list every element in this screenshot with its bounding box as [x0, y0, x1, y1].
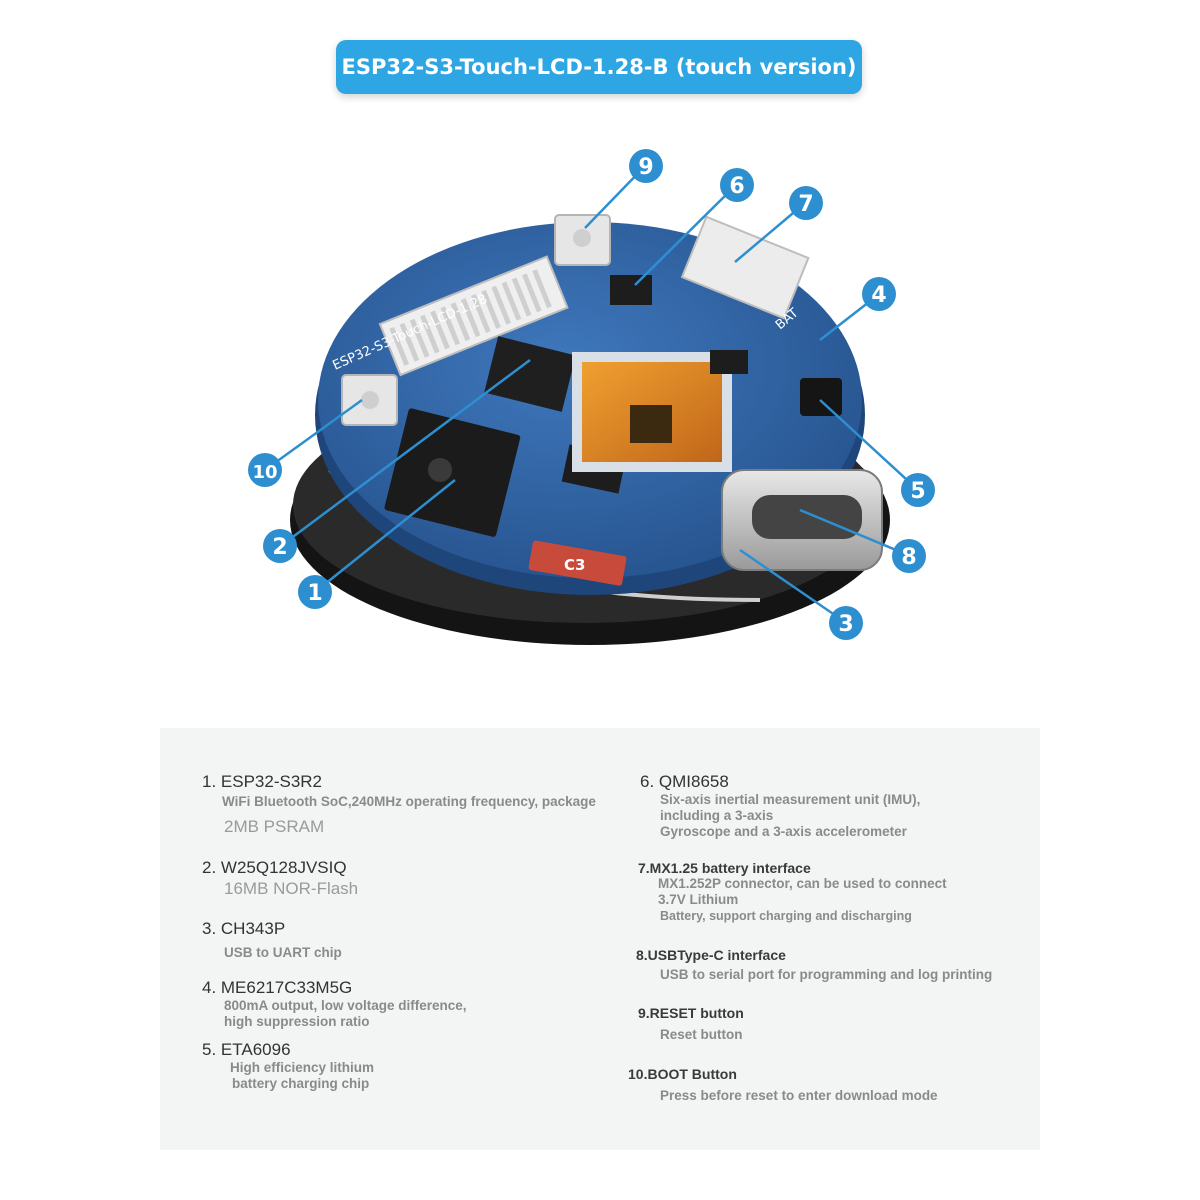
- spec-item-3: 3. CH343P USB to UART chip: [202, 919, 342, 961]
- spec-head: 2. W25Q128JVSIQ: [202, 858, 347, 877]
- spec-desc: MX1.252P connector, can be used to conne…: [658, 876, 947, 891]
- regulator-chip: [710, 350, 748, 374]
- leader-6: [634, 184, 737, 286]
- spec-head: 4. ME6217C33M5G: [202, 978, 353, 997]
- spec-desc: Press before reset to enter download mod…: [660, 1088, 938, 1103]
- spec-head: 8.USBType-C interface: [636, 947, 786, 963]
- spec-desc: including a 3-axis: [660, 808, 774, 823]
- c3-part: C3: [528, 540, 627, 586]
- leader-5: [819, 399, 919, 491]
- svg-text:9: 9: [638, 155, 653, 180]
- reset-button-part: [554, 214, 611, 266]
- leader-10: [264, 398, 363, 472]
- svg-text:3: 3: [838, 612, 853, 637]
- spec-desc: Reset button: [660, 1027, 743, 1042]
- callout-1: 1: [298, 575, 332, 609]
- charger-chip: [800, 378, 842, 416]
- spec-desc: USB to UART chip: [224, 945, 342, 960]
- leader-3: [739, 548, 846, 624]
- leader-1: [314, 479, 456, 593]
- flash-chip: [484, 336, 576, 412]
- title-banner: ESP32-S3-Touch-LCD-1.28-B (touch version…: [336, 40, 862, 94]
- callout-9: 9: [629, 149, 663, 183]
- spec-desc: high suppression ratio: [224, 1014, 370, 1029]
- leader-8: [799, 508, 909, 557]
- spec-desc: Battery, support charging and dischargin…: [660, 909, 912, 923]
- callout-5: 5: [901, 473, 935, 507]
- svg-text:8: 8: [901, 545, 916, 570]
- callout-8: 8: [892, 539, 926, 573]
- callout-6: 6: [720, 168, 754, 202]
- spec-item-1: 1. ESP32-S3R2 WiFi Bluetooth SoC,240MHz …: [202, 772, 596, 838]
- svg-text:4: 4: [871, 283, 886, 308]
- svg-text:1: 1: [307, 581, 322, 606]
- svg-text:6: 6: [729, 174, 744, 199]
- svg-text:7: 7: [798, 192, 813, 217]
- callout-badges: 1 2 3 4 5 6 7 8 9 10: [248, 149, 935, 640]
- spec-panel: 1. ESP32-S3R2 WiFi Bluetooth SoC,240MHz …: [160, 728, 1040, 1150]
- spec-head: 6. QMI8658: [640, 772, 729, 791]
- callout-2: 2: [263, 529, 297, 563]
- svg-text:5: 5: [910, 479, 925, 504]
- spec-head: 10.BOOT Button: [628, 1066, 737, 1082]
- spec-desc: 800mA output, low voltage difference,: [224, 998, 467, 1013]
- spec-item-10: 10.BOOT Button Press before reset to ent…: [628, 1066, 938, 1104]
- spec-item-8: 8.USBType-C interface USB to serial port…: [636, 947, 992, 983]
- spec-item-2: 2. W25Q128JVSIQ 16MB NOR-Flash: [202, 858, 358, 900]
- spec-head: 1. ESP32-S3R2: [202, 772, 323, 791]
- spec-item-4: 4. ME6217C33M5G 800mA output, low voltag…: [202, 978, 467, 1030]
- display-window: [572, 352, 732, 472]
- spec-desc: Gyroscope and a 3-axis accelerometer: [660, 824, 907, 839]
- board-diagram: ESP32-S3-Touch-LCD-1.28 BAT: [248, 149, 935, 645]
- imu-chip: [610, 275, 652, 305]
- spec-desc: USB to serial port for programming and l…: [660, 967, 993, 982]
- fpc-connector: [378, 255, 569, 377]
- spec-desc: High efficiency lithium: [230, 1060, 375, 1075]
- svg-text:10: 10: [252, 462, 277, 483]
- callout-leaders: [264, 165, 919, 624]
- spec-desc-extra: 2MB PSRAM: [224, 817, 325, 836]
- title-text: ESP32-S3-Touch-LCD-1.28-B (touch version…: [341, 55, 857, 79]
- spec-desc: Six-axis inertial measurement unit (IMU)…: [660, 792, 921, 807]
- leader-2: [281, 358, 531, 547]
- callout-10: 10: [248, 453, 282, 487]
- spec-item-7: 7.MX1.25 battery interface MX1.252P conn…: [638, 860, 947, 924]
- spec-head: 5. ETA6096: [202, 1040, 291, 1059]
- callout-4: 4: [862, 277, 896, 311]
- esp32-chip: [384, 408, 521, 537]
- spec-item-5: 5. ETA6096 High efficiency lithium batte…: [202, 1040, 374, 1092]
- boot-button-part: [341, 374, 398, 426]
- c3-label: C3: [564, 556, 585, 574]
- spec-head: 7.MX1.25 battery interface: [638, 860, 811, 876]
- callout-3: 3: [829, 606, 863, 640]
- callout-7: 7: [789, 186, 823, 220]
- battery-connector: [680, 215, 810, 320]
- spec-item-6: 6. QMI8658 Six-axis inertial measurement…: [640, 772, 920, 840]
- spec-desc: WiFi Bluetooth SoC,240MHz operating freq…: [222, 794, 596, 809]
- spec-desc: 3.7V Lithium: [658, 892, 739, 907]
- svg-text:2: 2: [272, 535, 287, 560]
- spec-desc-extra: 16MB NOR-Flash: [224, 879, 359, 898]
- spec-item-9: 9.RESET button Reset button: [638, 1005, 744, 1043]
- usb-c-port: [721, 469, 883, 571]
- spec-head: 3. CH343P: [202, 919, 286, 938]
- spec-desc: battery charging chip: [232, 1076, 370, 1091]
- spec-head: 9.RESET button: [638, 1005, 744, 1021]
